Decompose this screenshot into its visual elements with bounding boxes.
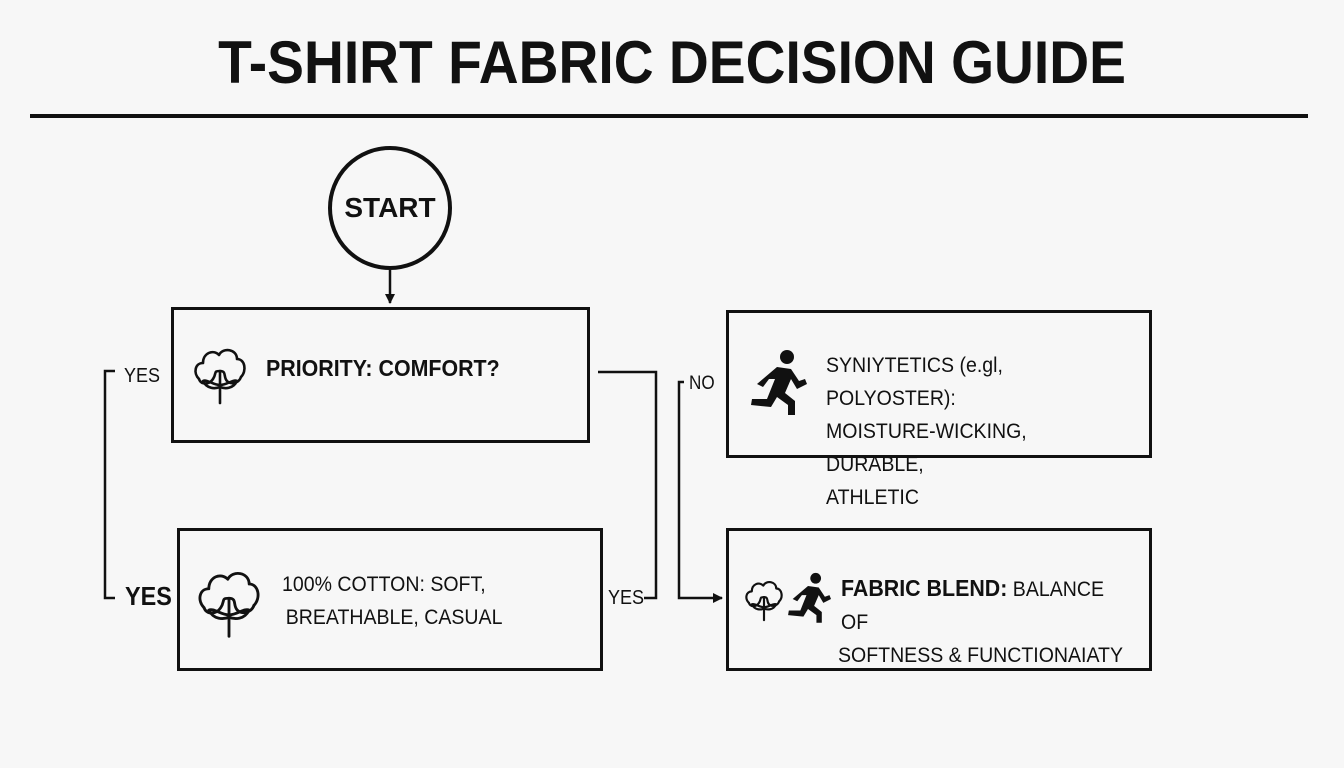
result-fabric-blend: FABRIC BLEND: BALANCE OF SOFTNESS & FUNC… bbox=[726, 528, 1152, 671]
cotton-flower-icon bbox=[745, 581, 783, 622]
running-person-icon bbox=[751, 350, 807, 415]
cotton-line-2: BREATHABLE, CASUAL bbox=[285, 606, 503, 629]
edge-label-yes-bottom: YES bbox=[125, 581, 172, 611]
cotton-flower-icon bbox=[198, 572, 260, 638]
running-person-icon bbox=[788, 572, 831, 623]
edge-yes-left bbox=[103, 369, 115, 600]
result-cotton: 100% COTTON: SOFT, BREATHABLE, CASUAL bbox=[177, 528, 603, 671]
edge-label-no: NO bbox=[689, 373, 715, 394]
decision-priority-comfort: PRIORITY: COMFORT? bbox=[171, 307, 590, 443]
start-node: START bbox=[328, 146, 452, 270]
edge-label-yes-right: YES bbox=[608, 587, 645, 609]
blend-title: FABRIC BLEND: bbox=[841, 575, 1008, 601]
priority-label: PRIORITY: COMFORT? bbox=[266, 355, 500, 381]
synthetic-line-1: SYNIYTETICS (e.gl, POLYOSTER): bbox=[826, 354, 1003, 410]
blend-text-1: BALANCE OF bbox=[841, 578, 1104, 634]
edge-label-yes-top: YES bbox=[124, 365, 161, 387]
result-synthetics: SYNIYTETICS (e.gl, POLYOSTER): MOISTURE-… bbox=[726, 310, 1152, 509]
edge-no bbox=[598, 370, 658, 600]
title-divider bbox=[30, 114, 1308, 118]
synthetic-line-2: MOISTURE-WICKING, DURABLE, bbox=[826, 420, 1027, 476]
edge-no-bracket bbox=[677, 380, 723, 603]
cotton-line-1: 100% COTTON: SOFT, bbox=[282, 573, 486, 596]
cotton-flower-icon bbox=[194, 348, 246, 405]
synthetic-line-3: ATHLETIC bbox=[826, 486, 919, 509]
page-title: T-SHIRT FABRIC DECISION GUIDE bbox=[218, 29, 1126, 96]
blend-text-2: SOFTNESS & FUNCTIONAIATY bbox=[838, 644, 1124, 667]
